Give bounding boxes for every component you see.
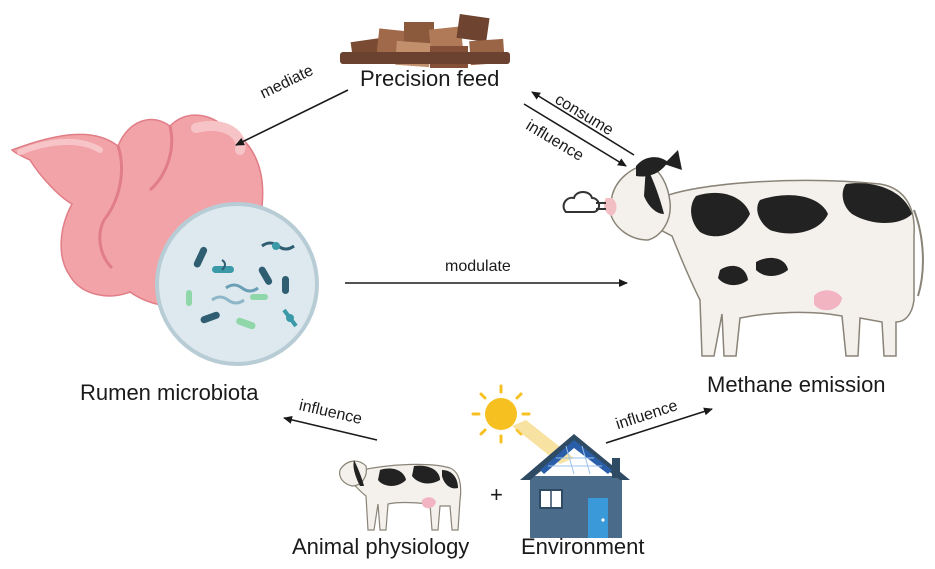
arrow-consume — [531, 91, 635, 156]
microbiota-petri-icon — [155, 202, 319, 366]
feed-blocks-icon — [340, 14, 510, 68]
breath-cloud-icon — [562, 191, 606, 213]
node-precision-feed: Precision feed — [360, 66, 500, 91]
node-environment: Environment — [521, 534, 645, 559]
arrow-influence-environment — [605, 407, 713, 444]
solar-house-icon — [520, 434, 630, 538]
node-rumen-microbiota: Rumen microbiota — [80, 380, 259, 405]
edge-modulate: modulate — [445, 258, 511, 275]
arrow-influence-physiology — [283, 415, 378, 441]
arrow-influence-feed — [523, 103, 627, 167]
cow-icon — [604, 150, 924, 357]
plus-sign: + — [490, 482, 503, 507]
node-methane-emission: Methane emission — [707, 372, 886, 397]
node-animal-physiology: Animal physiology — [292, 534, 470, 559]
small-cow-icon — [339, 460, 462, 531]
arrow-mediate — [235, 89, 349, 146]
